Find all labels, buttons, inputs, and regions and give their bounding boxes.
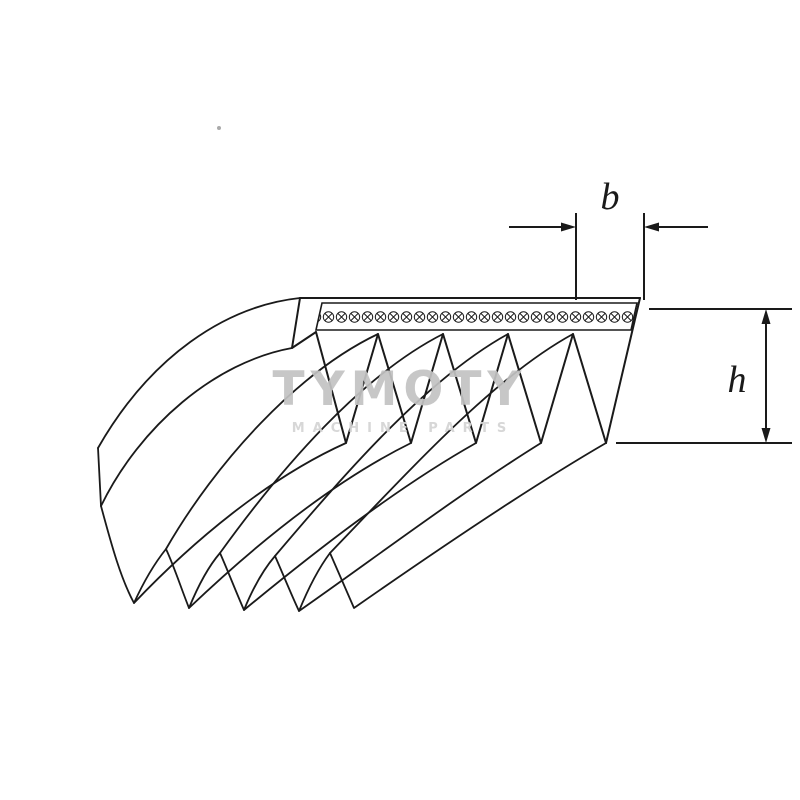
dimension-h-arrows (761, 309, 771, 443)
rib-edge-curve-2 (188, 442, 412, 609)
outer-inner-curve (100, 347, 293, 507)
rib-edge-curve-1 (133, 442, 347, 604)
dimension-b: b (509, 176, 708, 300)
h-arrow-up-icon (761, 309, 771, 324)
rib-edge-curve-3 (243, 442, 477, 611)
rib-edge-curve-4 (298, 442, 542, 612)
watermark: TYMOTY MACHINE PARTS (273, 362, 528, 436)
groove-valley-curve-2 (219, 333, 444, 554)
speck-artifact (217, 126, 221, 130)
h-dimension-label: h (728, 359, 747, 401)
groove-valley-curve-4 (329, 333, 574, 554)
belt-curved-section (97, 297, 607, 612)
belt-top-hatch-band (315, 302, 638, 331)
front-rib-zigzag (315, 331, 607, 444)
belt-right-edge (605, 297, 641, 444)
dimension-b-lines (509, 213, 708, 300)
dimension-h-lines (616, 308, 792, 444)
outer-left-edge (97, 447, 102, 507)
dimension-b-arrows (561, 222, 659, 232)
outer-top-curve (97, 297, 301, 449)
dimension-h: h (616, 308, 792, 444)
b-dimension-label: b (601, 176, 620, 218)
watermark-tagline-text: MACHINE PARTS (292, 421, 515, 436)
watermark-brand-text: TYMOTY (273, 362, 528, 417)
groove-valley-curve-3 (274, 333, 509, 557)
b-arrow-left-icon (644, 222, 659, 232)
belt-front-face (291, 297, 641, 444)
b-arrow-right-icon (561, 222, 576, 232)
belt-line-work (97, 297, 641, 612)
bottom-rib-zigzag (100, 442, 607, 612)
groove-valley-curve-1 (165, 333, 379, 550)
h-arrow-down-icon (761, 428, 771, 443)
belt-left-end-cap (291, 297, 317, 349)
